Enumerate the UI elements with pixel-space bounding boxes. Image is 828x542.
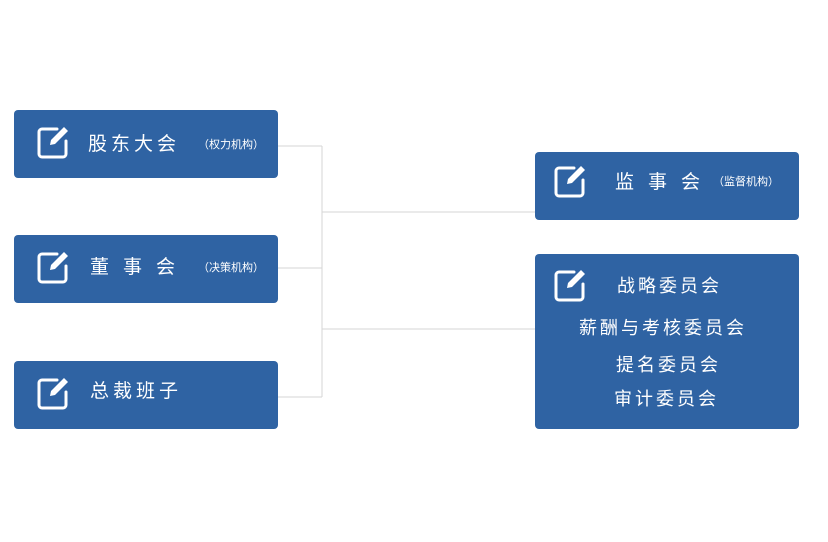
committee-nomination: 提名委员会 [616,355,721,376]
edit-icon [552,267,588,303]
shareholders-title: 股东大会 [88,133,181,155]
committee-compensation: 薪酬与考核委员会 [579,318,747,339]
supervisors-title: 监事会 [615,171,715,193]
edit-icon [35,375,71,411]
board-title: 董事会 [90,256,190,278]
shareholders-meeting-box: 股东大会 （权力机构） [14,110,278,178]
supervisory-board-box: 监事会 （监督机构） [535,152,799,220]
edit-icon [552,163,588,199]
board-note: （决策机构） [198,261,264,274]
executives-title: 总裁班子 [90,380,183,402]
committee-audit: 审计委员会 [614,389,719,410]
edit-icon [35,249,71,285]
edit-icon [35,124,71,160]
committees-box: 战略委员会 薪酬与考核委员会 提名委员会 审计委员会 [535,254,799,429]
shareholders-note: （权力机构） [198,138,264,151]
executive-team-box: 总裁班子 [14,361,278,429]
supervisors-note: （监督机构） [713,175,779,188]
board-of-directors-box: 董事会 （决策机构） [14,235,278,303]
committee-strategy: 战略委员会 [617,276,722,297]
